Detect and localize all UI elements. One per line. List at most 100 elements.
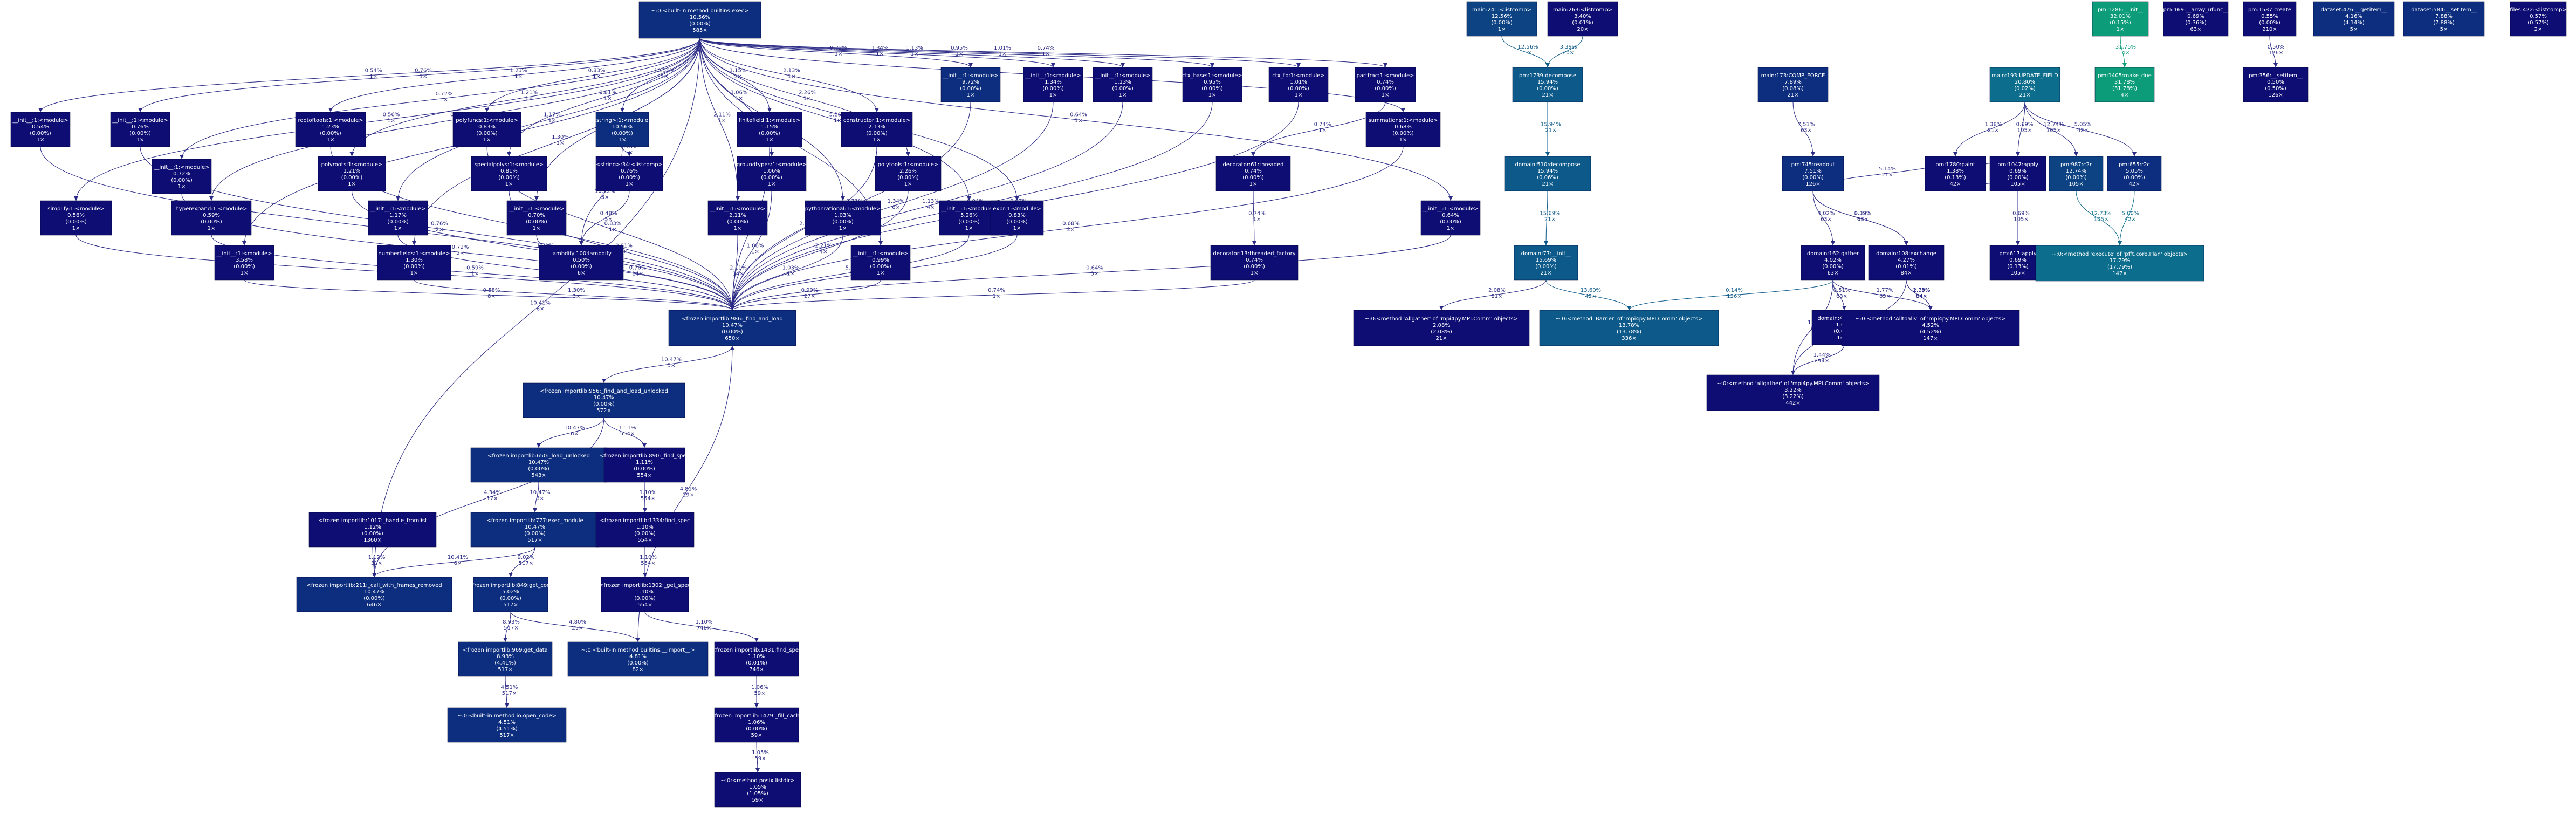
edge-label: 17× [486, 496, 498, 502]
call-node[interactable]: __init__:1:<module>9.72%(0.00%)1× [940, 67, 1001, 102]
call-node[interactable]: pythonrational:1:<module>1.03%(0.00%)1× [805, 200, 881, 236]
call-node-text: 10.47% [528, 460, 549, 466]
call-node[interactable]: <frozen importlib:650:_load_unlocked10.4… [470, 447, 607, 483]
call-node[interactable]: __init__:1:<module>5.26%(0.00%)1× [939, 200, 999, 236]
call-node[interactable]: polyroots:1:<module>1.21%(0.00%)1× [318, 156, 386, 191]
call-node[interactable]: polytools:1:<module>2.26%(0.00%)1× [875, 156, 942, 191]
call-node[interactable]: summations:1:<module>0.68%(0.00%)1× [1365, 112, 1441, 147]
call-node[interactable]: ~:0:<built-in method builtins.__import__… [567, 641, 709, 677]
call-node-text: 10.56% [690, 15, 710, 20]
call-node-text: numberfields:1:<module> [378, 251, 450, 257]
call-node-text: 1.03% [834, 213, 851, 218]
edge-label: 1× [1075, 118, 1083, 124]
call-node[interactable]: specialpolys:1:<module>0.81%(0.00%)1× [471, 156, 547, 191]
call-node[interactable]: main:263:<listcomp>3.40%(0.01%)20× [1547, 1, 1618, 37]
call-node[interactable]: domain:77:__init__15.69%(0.00%)21× [1514, 245, 1578, 281]
call-node-text: 105× [2069, 181, 2083, 187]
call-node[interactable]: <frozen importlib:1334:find_spec1.10%(0.… [595, 512, 695, 548]
call-node[interactable]: ~:0:<method 'Alltoallv' of 'mpi4py.MPI.C… [1841, 310, 2020, 346]
call-node[interactable]: numberfields:1:<module>1.30%(0.00%)1× [377, 245, 451, 281]
call-node[interactable]: __init__:1:<module>0.99%(0.00%)1× [850, 245, 911, 281]
call-node[interactable]: <frozen importlib:777:exec_module10.47%(… [470, 512, 600, 548]
edge-arrowhead [620, 108, 624, 112]
call-node[interactable]: __init__:1:<module>1.13%(0.00%)1× [1093, 67, 1153, 102]
call-node[interactable]: simplify:1:<module>0.56%(0.00%)1× [40, 200, 112, 236]
call-node[interactable]: <frozen importlib:890:_find_spec1.11%(0.… [600, 447, 689, 483]
call-edges: 0.54%1×0.76%1×0.72%1×0.56%1×0.59%1×0.58%… [38, 36, 2284, 773]
call-node[interactable]: <frozen importlib:1302:_get_spec1.10%(0.… [599, 577, 691, 612]
edge-label: 0.56% [383, 112, 400, 118]
call-node-box [1706, 374, 1880, 411]
call-edge [374, 417, 604, 578]
call-node[interactable]: ~:0:<method posix.listdir>1.05%(1.05%)59… [714, 772, 801, 808]
call-node[interactable]: hyperexpand:1:<module>0.59%(0.00%)1× [171, 200, 252, 236]
call-node[interactable]: decorator:13:threaded_factory0.74%(0.00%… [1210, 245, 1299, 281]
call-node[interactable]: __init__:1:<module>0.72%(0.00%)1× [152, 159, 212, 194]
call-node-text: constructor:1:<module> [843, 118, 910, 124]
call-node[interactable]: <frozen importlib:211:_call_with_frames_… [296, 577, 452, 612]
call-node[interactable]: pm:1286:__init__32.01%(0.15%)1× [2092, 1, 2149, 37]
call-node[interactable]: __init__:1:<module>0.76%(0.00%)1× [110, 112, 170, 147]
call-node[interactable]: <string>:34:<listcomp>0.76%(0.00%)1× [595, 156, 663, 191]
call-node[interactable]: __init__:1:<module>0.70%(0.00%)1× [506, 200, 567, 236]
call-node-text: main:241:<listcomp> [1472, 7, 1531, 13]
call-node[interactable]: finitefield:1:<module>1.15%(0.00%)1× [737, 112, 802, 147]
call-node[interactable]: rootoftools:1:<module>1.23%(0.00%)1× [295, 112, 366, 147]
call-node[interactable]: ~:0:<method 'Allgather' of 'mpi4py.MPI.C… [1353, 310, 1530, 346]
call-node[interactable]: __init__:1:<module>1.17%(0.00%)1× [368, 200, 428, 236]
call-node[interactable]: <frozen importlib:1479:_fill_cache1.06%(… [710, 707, 803, 743]
call-node[interactable]: ~:0:<method 'Barrier' of 'mpi4py.MPI.Com… [1539, 310, 1719, 346]
call-node[interactable]: __init__:1:<module>0.64%(0.00%)1× [1420, 200, 1481, 236]
call-node[interactable]: partfrac:1:<module>0.74%(0.00%)1× [1355, 67, 1416, 102]
call-node[interactable]: ctx_fp:1:<module>1.01%(0.00%)1× [1268, 67, 1329, 102]
call-node[interactable]: <frozen importlib:1431:find_spec1.10%(0.… [711, 641, 802, 677]
call-node-text: pm:745:readout [1791, 162, 1835, 168]
call-node[interactable]: ctx_base:1:<module>0.95%(0.00%)1× [1182, 67, 1242, 102]
call-node[interactable]: ~:0:<built-in method builtins.exec>10.56… [638, 1, 761, 39]
call-node[interactable]: dataset:476:__getitem__4.16%(4.14%)5× [2313, 1, 2395, 37]
call-node[interactable]: <frozen importlib:956:_find_and_load_unl… [523, 382, 685, 418]
call-node[interactable]: __init__:1:<module>2.11%(0.00%)1× [707, 200, 768, 236]
call-node[interactable]: pm:169:__array_ufunc__0.69%(0.36%)63× [2163, 1, 2229, 37]
call-node-text: 1× [839, 225, 847, 231]
call-node[interactable]: ~:0:<method 'allgather' of 'mpi4py.MPI.C… [1706, 374, 1880, 411]
call-node[interactable]: ~:0:<method 'execute' of 'pfft.core.Plan… [2035, 245, 2204, 282]
call-node[interactable]: pm:356:__setitem__0.50%(0.50%)126× [2243, 67, 2309, 102]
call-node[interactable]: __init__:1:<module>3.58%(0.00%)1× [214, 245, 274, 281]
call-node[interactable]: constructor:1:<module>2.13%(0.00%)1× [841, 112, 913, 147]
call-node[interactable]: <string>:1:<module>10.56%(0.00%)1× [592, 112, 653, 147]
call-node[interactable]: dataset:584:__setitem__7.88%(7.88%)5× [2403, 1, 2485, 37]
call-node[interactable]: <frozen importlib:849:get_code5.02%(0.00… [468, 577, 554, 612]
call-node[interactable]: polyfuncs:1:<module>0.83%(0.00%)1× [452, 112, 521, 147]
call-node[interactable]: <frozen importlib:1017:_handle_fromlist1… [308, 512, 437, 548]
call-node[interactable]: <frozen importlib:986:_find_and_load10.4… [668, 310, 796, 346]
call-node-text: (0.00%) [1537, 86, 1558, 92]
call-node[interactable]: expr:1:<module>0.83%(0.00%)1× [990, 200, 1044, 236]
call-node[interactable]: files:422:<listcomp>0.57%(0.57%)2× [2510, 1, 2567, 37]
call-node[interactable]: <frozen importlib:969:get_data8.93%(4.41… [458, 641, 553, 677]
call-node[interactable]: ~:0:<built-in method io.open_code>4.51%(… [447, 707, 567, 743]
call-node-text: 0.69% [2009, 257, 2027, 263]
call-node[interactable]: groundtypes:1:<module>1.06%(0.00%)1× [737, 156, 807, 191]
call-node[interactable]: __init__:1:<module>1.34%(0.00%)1× [1023, 67, 1083, 102]
call-node[interactable]: main:241:<listcomp>12.56%(0.00%)1× [1466, 1, 1537, 37]
call-node[interactable]: __init__:1:<module>0.54%(0.00%)1× [10, 112, 71, 147]
call-node-text: 1× [1295, 92, 1303, 98]
edge-label: 0.83% [588, 68, 606, 74]
call-node-text: (0.01%) [1895, 264, 1917, 270]
